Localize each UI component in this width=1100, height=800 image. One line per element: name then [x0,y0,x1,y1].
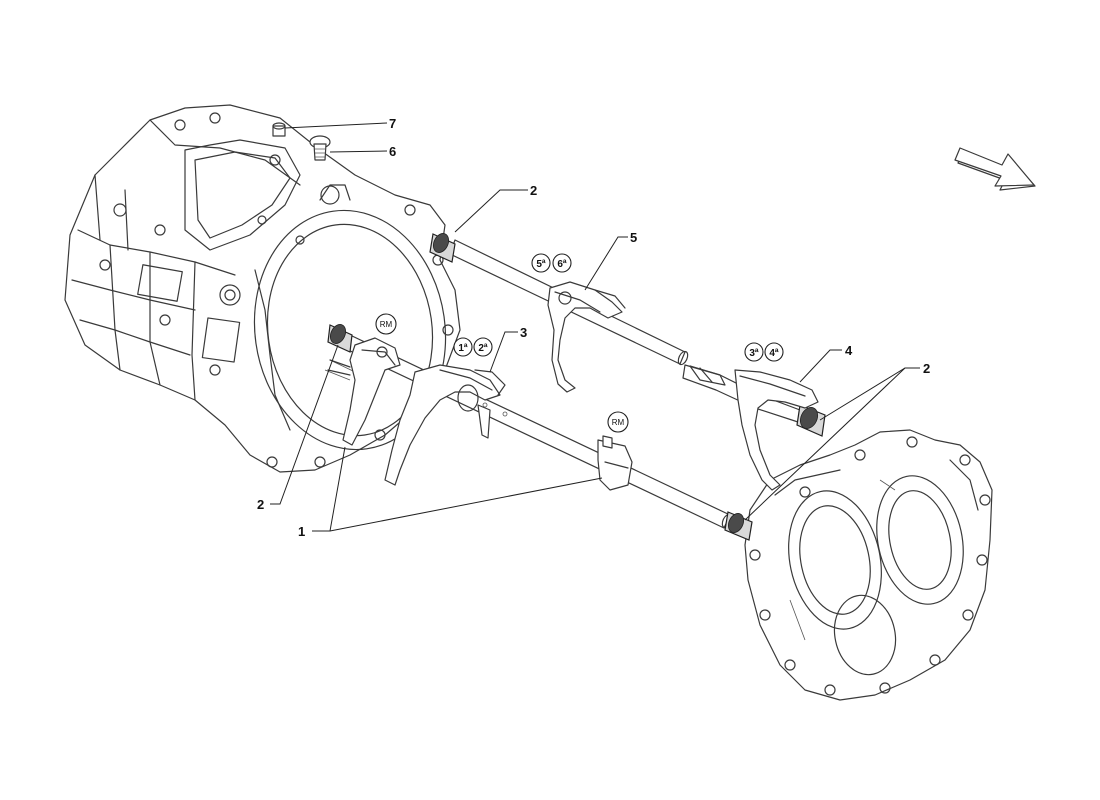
svg-text:3ª: 3ª [749,348,759,359]
callout-7: 7 [389,116,396,131]
bushing-lower-left [327,324,353,353]
bushing-right-upper [796,404,826,437]
callout-2-right: 2 [923,361,930,376]
shift-fork-reverse [327,337,401,446]
plug-7 [272,122,286,137]
badge-gear-6: 6ª [552,253,572,273]
shift-fork-1-2 [384,364,506,486]
callout-2-top: 2 [530,183,537,198]
shift-fork-3-4 [689,365,819,491]
reverse-selector [597,435,633,491]
direction-arrow-icon [954,147,1036,191]
badge-gear-2: 2ª [473,337,493,357]
badge-rm-lower: RM [607,411,629,433]
svg-text:5ª: 5ª [536,259,546,270]
callout-5: 5 [630,230,637,245]
svg-text:RM: RM [612,418,625,427]
end-cover [744,429,993,701]
svg-text:4ª: 4ª [769,348,779,359]
badge-gear-1: 1ª [453,337,473,357]
bolt-6 [309,135,331,161]
callout-2-left: 2 [257,497,264,512]
svg-text:1ª: 1ª [458,343,468,354]
badge-gear-3: 3ª [744,342,764,362]
shift-fork-5-6 [547,281,626,393]
svg-text:2ª: 2ª [478,343,488,354]
bushing-right-lower [724,511,753,541]
callout-4: 4 [845,343,853,358]
svg-text:6ª: 6ª [557,259,567,270]
leader-lines [270,122,920,532]
callout-3: 3 [520,325,527,340]
bushing-upper-left [429,233,456,263]
svg-text:RM: RM [380,320,393,329]
callout-6: 6 [389,144,396,159]
callout-1: 1 [298,524,305,539]
badge-rm-upper: RM [375,313,397,335]
badge-gear-5: 5ª [531,253,551,273]
badge-gear-4: 4ª [764,342,784,362]
